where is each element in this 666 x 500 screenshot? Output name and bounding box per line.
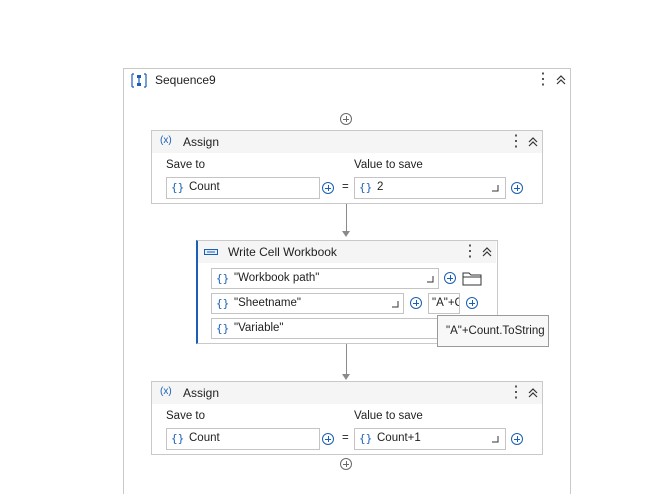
write-cell-header: Write Cell Workbook ⋮ (198, 241, 496, 263)
sequence-header[interactable]: Sequence9 ⋮ (124, 69, 570, 91)
expand-editor-icon[interactable] (491, 184, 499, 192)
save-to-field[interactable]: {} Count (166, 428, 320, 450)
expand-editor-icon[interactable] (391, 300, 399, 308)
flow-arrow-icon (342, 231, 350, 237)
flow-arrow-icon (342, 374, 350, 380)
braces-icon: {} (216, 297, 230, 310)
value-to-save-field[interactable]: {} 2 (354, 177, 506, 199)
save-to-field[interactable]: {} Count (166, 177, 320, 199)
collapse-icon[interactable] (527, 136, 539, 148)
write-cell-icon (204, 249, 218, 255)
braces-icon: {} (171, 181, 185, 194)
add-cell-icon[interactable] (466, 297, 478, 309)
add-activity-bottom-button[interactable] (340, 458, 352, 470)
cell-value-field[interactable]: {} "Variable" (211, 318, 443, 339)
flow-connector (346, 344, 347, 374)
expand-editor-icon[interactable] (491, 435, 499, 443)
assign-activity-2[interactable]: (x) Assign ⋮ Save to Value to save {} Co… (151, 381, 543, 455)
sheet-name-value: "Sheetname" (234, 297, 301, 309)
add-sheet-name-icon[interactable] (410, 297, 422, 309)
workbook-path-field[interactable]: {} "Workbook path" (211, 268, 439, 289)
braces-icon: {} (171, 432, 185, 445)
add-workbook-path-icon[interactable] (444, 272, 456, 284)
collapse-icon[interactable] (555, 74, 567, 86)
assign-icon: (x) (160, 386, 172, 397)
collapse-icon[interactable] (527, 387, 539, 399)
browse-folder-icon[interactable] (462, 271, 482, 286)
sequence-title: Sequence9 (155, 73, 216, 87)
save-to-value: Count (189, 181, 220, 193)
braces-icon: {} (216, 322, 230, 335)
collapse-icon[interactable] (481, 246, 493, 258)
write-cell-title: Write Cell Workbook (228, 245, 337, 259)
workbook-path-value: "Workbook path" (234, 272, 320, 284)
add-activity-top-button[interactable] (340, 113, 352, 125)
cell-field[interactable]: "A"+C (428, 293, 460, 314)
add-save-to-icon[interactable] (322, 433, 334, 445)
expand-editor-icon[interactable] (426, 275, 434, 283)
write-cell-more-icon[interactable]: ⋮ (462, 243, 478, 260)
assign-1-title: Assign (183, 135, 220, 149)
add-value-icon[interactable] (511, 182, 523, 194)
save-to-label: Save to (166, 410, 205, 422)
value-to-save-value: 2 (377, 181, 384, 193)
assign-1-header: (x) Assign ⋮ (152, 131, 542, 153)
write-cell-workbook-activity[interactable]: Write Cell Workbook ⋮ {} "Workbook path"… (196, 240, 498, 344)
more-options-icon[interactable]: ⋮ (535, 71, 551, 88)
assign-icon: (x) (160, 135, 172, 146)
value-to-save-field[interactable]: {} Count+1 (354, 428, 506, 450)
value-to-save-value: Count+1 (377, 432, 421, 444)
assign-2-title: Assign (183, 386, 220, 400)
assign-1-more-icon[interactable]: ⋮ (508, 133, 524, 150)
save-to-value: Count (189, 432, 220, 444)
variable-value: "Variable" (234, 322, 284, 334)
save-to-label: Save to (166, 159, 205, 171)
sheet-name-field[interactable]: {} "Sheetname" (211, 293, 404, 314)
cell-value: "A"+C (432, 297, 460, 309)
cell-tooltip: "A"+Count.ToString (437, 315, 549, 347)
braces-icon: {} (216, 272, 230, 285)
assign-2-header: (x) Assign ⋮ (152, 382, 542, 404)
add-value-icon[interactable] (511, 433, 523, 445)
value-to-save-label: Value to save (354, 410, 423, 422)
assign-activity-1[interactable]: (x) Assign ⋮ Save to Value to save {} Co… (151, 130, 543, 204)
equals-sign: = (342, 432, 349, 444)
equals-sign: = (342, 181, 349, 193)
braces-icon: {} (359, 432, 373, 445)
braces-icon: {} (359, 181, 373, 194)
value-to-save-label: Value to save (354, 159, 423, 171)
assign-2-more-icon[interactable]: ⋮ (508, 384, 524, 401)
flow-connector (346, 204, 347, 231)
sequence-icon (131, 73, 147, 88)
add-save-to-icon[interactable] (322, 182, 334, 194)
